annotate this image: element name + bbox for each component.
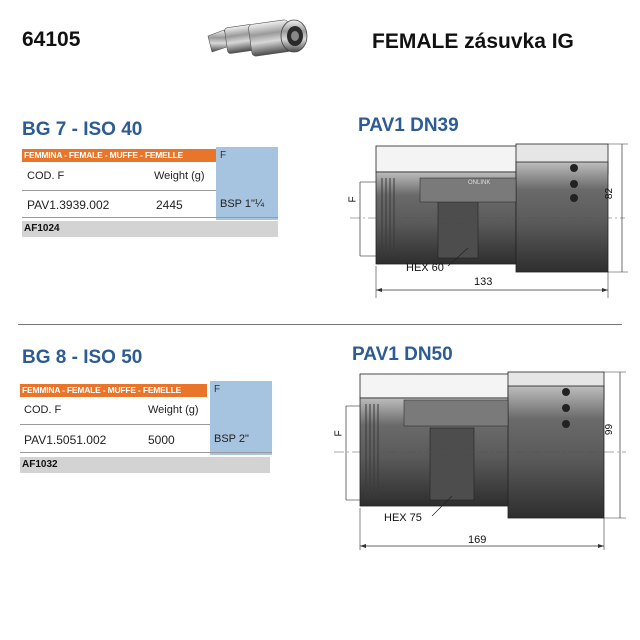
f-column: F	[216, 147, 278, 220]
divider	[20, 424, 210, 425]
f-column: F	[210, 381, 272, 455]
product-code-cell: PAV1.5051.002	[24, 433, 107, 447]
coupling-drawing-1: F HEX 60 133 82 ONLINK	[340, 138, 630, 306]
table-footer: AF1024	[22, 221, 278, 237]
table-header: FEMMINA - FEMALE - MUFFE - FEMELLE	[20, 384, 207, 397]
hex-label: HEX 60	[406, 262, 444, 274]
diameter-label: 82	[604, 187, 616, 200]
pav-title: PAV1 DN39	[358, 115, 459, 136]
coupling-drawing-2: F HEX 75 169 99	[328, 366, 630, 556]
pav-title: PAV1 DN50	[352, 344, 453, 365]
length-label: 133	[474, 276, 493, 288]
col-code-header: COD. F	[27, 170, 65, 182]
diameter-label: 99	[604, 423, 616, 436]
col-code-header: COD. F	[24, 404, 62, 416]
divider	[22, 217, 278, 218]
col-weight-header: Weight (g)	[148, 404, 199, 416]
hex-label: HEX 75	[384, 512, 422, 524]
table-footer: AF1032	[20, 457, 270, 473]
page-title: FEMALE zásuvka IG	[372, 30, 574, 53]
bg-title: BG 7 - ISO 40	[22, 119, 143, 140]
col-weight-header: Weight (g)	[154, 170, 205, 182]
length-label: 169	[468, 534, 487, 546]
thread-cell: BSP 2"	[214, 433, 249, 445]
spec-table: FEMMINA - FEMALE - MUFFE - FEMELLE F COD…	[22, 147, 278, 240]
weight-cell: 2445	[156, 198, 183, 212]
weight-cell: 5000	[148, 433, 175, 447]
product-code-cell: PAV1.3939.002	[27, 198, 110, 212]
f-column-header: F	[220, 150, 227, 161]
inner-marking: ONLINK	[468, 180, 491, 186]
f-dimension-label: F	[347, 196, 359, 203]
f-column-header: F	[214, 384, 221, 395]
divider	[20, 452, 272, 453]
f-dimension-label: F	[333, 430, 345, 437]
section-separator	[18, 324, 622, 325]
spec-table: FEMMINA - FEMALE - MUFFE - FEMELLE F COD…	[20, 381, 272, 476]
thread-cell: BSP 1"¼	[220, 198, 265, 210]
divider	[22, 190, 216, 191]
quick-coupling-photo-icon	[200, 12, 318, 66]
product-code: 64105	[22, 28, 81, 51]
table-header: FEMMINA - FEMALE - MUFFE - FEMELLE	[22, 149, 216, 162]
bg-title: BG 8 - ISO 50	[22, 347, 143, 368]
